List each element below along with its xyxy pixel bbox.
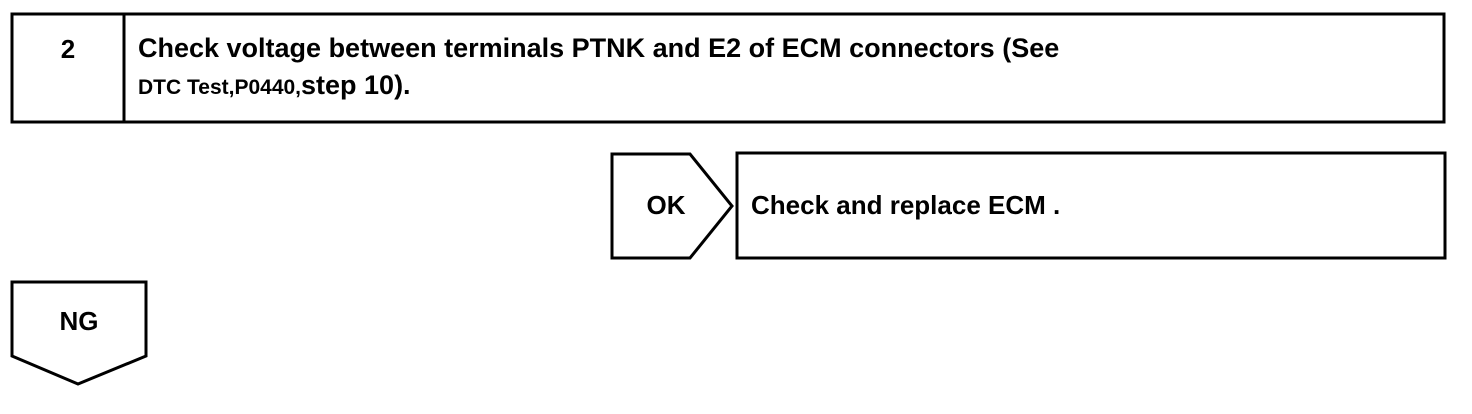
ok-arrow-tag [610, 152, 734, 260]
step-number: 2 [60, 34, 76, 64]
step-box [10, 12, 1446, 124]
ng-arrow-tag [10, 280, 148, 386]
ok-result-box [735, 151, 1447, 260]
ng-label: NG [59, 306, 99, 336]
ok-result-text: Check and replace ECM . [751, 190, 1061, 220]
step-title-line1: Check voltage between terminals PTNK and… [138, 33, 1060, 63]
ok-label: OK [646, 190, 686, 220]
step-reference-step: step 10). [301, 70, 411, 100]
step-reference-text: DTC Test,P0440, [138, 76, 302, 99]
step-title-line2: DTC Test,P0440,step 10). [138, 70, 411, 101]
